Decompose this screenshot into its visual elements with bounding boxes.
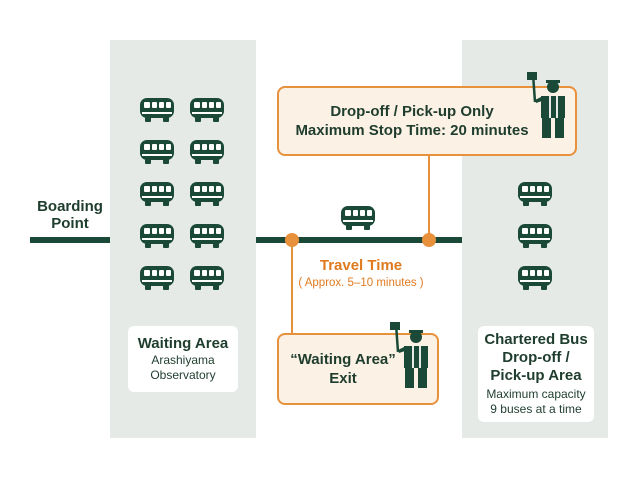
chartered-area-line3: Pick-up Area: [490, 367, 582, 384]
chartered-area-line1: Chartered Bus: [484, 331, 588, 348]
chartered-area-label: Chartered Bus Drop-off / Pick-up Area Ma…: [478, 326, 594, 422]
exit-point-marker: [285, 233, 299, 247]
chartered-area-line2: Drop-off /: [502, 349, 570, 366]
route-line-middle: [256, 237, 462, 243]
bus-icon: [189, 265, 225, 291]
dropoff-point-marker: [422, 233, 436, 247]
dropoff-connector-line: [428, 154, 430, 240]
flag-staff-icon: [527, 70, 571, 140]
travel-time-title: Travel Time: [319, 257, 403, 274]
dropoff-callout-line2: Maximum Stop Time: 20 minutes: [295, 122, 529, 139]
bus-icon: [189, 223, 225, 249]
chartered-area-line5: 9 buses at a time: [490, 402, 582, 416]
chartered-area-line4: Maximum capacity: [486, 387, 586, 401]
bus-icon: [189, 181, 225, 207]
bus-icon: [189, 97, 225, 123]
waiting-area-title: Waiting Area: [137, 335, 229, 352]
boarding-point-line1: Boarding: [37, 198, 103, 215]
travel-time-label: Travel Time: [256, 257, 466, 274]
bus-icon: [139, 223, 175, 249]
travel-time-subtitle: ( Approx. 5–10 minutes ): [256, 277, 466, 289]
exit-callout-line1: “Waiting Area”: [290, 351, 396, 368]
bus-icon: [139, 97, 175, 123]
dropoff-callout: Drop-off / Pick-up Only Maximum Stop Tim…: [277, 86, 577, 156]
waiting-area-line2: Observatory: [150, 368, 216, 382]
waiting-area-line1: Arashiyama: [151, 353, 215, 367]
bus-icon: [139, 265, 175, 291]
bus-icon: [517, 223, 553, 249]
bus-icon: [139, 139, 175, 165]
boarding-point-label: Boarding Point: [26, 198, 114, 232]
exit-callout: “Waiting Area” Exit: [277, 333, 439, 405]
bus-icon: [139, 181, 175, 207]
bus-icon: [517, 181, 553, 207]
dropoff-callout-line1: Drop-off / Pick-up Only: [330, 103, 494, 120]
boarding-point-line2: Point: [51, 215, 89, 232]
bus-icon: [340, 205, 376, 231]
waiting-area-label: Waiting Area Arashiyama Observatory: [128, 326, 238, 392]
bus-icon: [517, 265, 553, 291]
route-line-left: [30, 237, 110, 243]
bus-icon: [189, 139, 225, 165]
flag-staff-icon: [390, 320, 434, 390]
exit-connector-line: [291, 240, 293, 334]
exit-callout-line2: Exit: [329, 370, 357, 387]
travel-time-range: ( Approx. 5–10 minutes ): [298, 277, 424, 289]
